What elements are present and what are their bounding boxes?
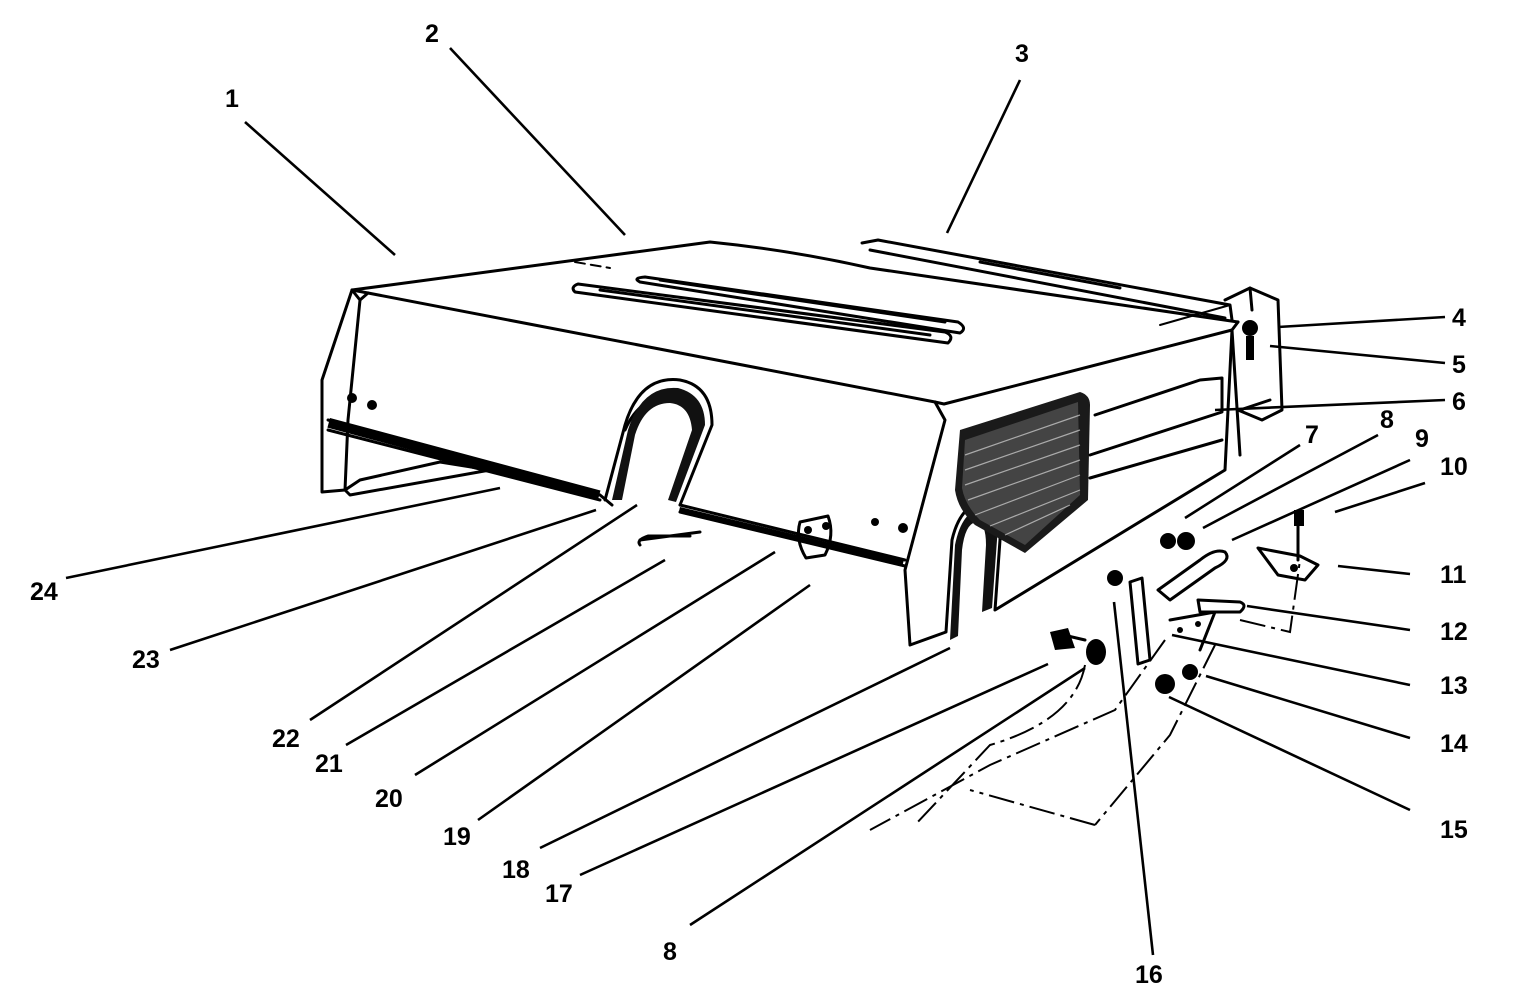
callout-24: 24 bbox=[30, 578, 58, 606]
callout-12: 12 bbox=[1440, 618, 1468, 646]
hood-cover bbox=[320, 240, 1242, 647]
callout-23: 23 bbox=[132, 646, 160, 674]
callout-7: 7 bbox=[1305, 421, 1319, 449]
callout-18: 18 bbox=[502, 856, 530, 884]
assembly-lines bbox=[869, 559, 1301, 831]
callout-9: 9 bbox=[1415, 425, 1429, 453]
callout-22: 22 bbox=[272, 725, 300, 753]
callout-5: 5 bbox=[1452, 351, 1466, 379]
callout-labels: 1 2 3 4 5 6 7 8 9 10 11 12 13 14 15 16 1… bbox=[30, 20, 1468, 989]
callout-8-lower: 8 bbox=[663, 938, 677, 966]
callout-17: 17 bbox=[545, 880, 573, 908]
callout-11: 11 bbox=[1440, 561, 1467, 589]
callout-10: 10 bbox=[1440, 453, 1468, 481]
hardware-group bbox=[1050, 510, 1320, 694]
callout-2: 2 bbox=[425, 20, 439, 48]
callout-3: 3 bbox=[1015, 40, 1029, 68]
callout-15: 15 bbox=[1440, 816, 1468, 844]
callout-21: 21 bbox=[315, 750, 343, 778]
callout-14: 14 bbox=[1440, 730, 1468, 758]
callout-6: 6 bbox=[1452, 388, 1466, 416]
leader-lines bbox=[65, 47, 1446, 956]
callout-20: 20 bbox=[375, 785, 403, 813]
callout-8: 8 bbox=[1380, 406, 1394, 434]
grille bbox=[955, 392, 1090, 553]
callout-13: 13 bbox=[1440, 672, 1468, 700]
callout-1: 1 bbox=[225, 85, 239, 113]
callout-4: 4 bbox=[1452, 304, 1466, 332]
callout-19: 19 bbox=[443, 823, 471, 851]
callout-16: 16 bbox=[1135, 961, 1163, 989]
rear-rail bbox=[860, 238, 1284, 422]
